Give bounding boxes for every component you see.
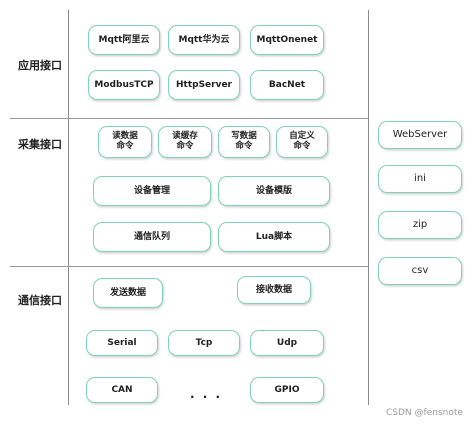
divider-collect-comm xyxy=(10,266,368,267)
divider-app-collect xyxy=(10,118,368,119)
side-box-ini: ini xyxy=(378,165,462,193)
collect-box-read-cache: 读缓存 命令 xyxy=(158,126,212,158)
comm-box-receive-data: 接收数据 xyxy=(237,276,311,304)
ellipsis: · · · xyxy=(190,390,223,404)
app-box-httpserver: HttpServer xyxy=(168,70,240,100)
watermark: CSDN @fensnote xyxy=(386,408,463,418)
comm-box-udp: Udp xyxy=(250,330,324,356)
app-box-modbustcp: ModbusTCP xyxy=(88,70,160,100)
collect-box-device-manage: 设备管理 xyxy=(93,176,211,206)
collect-box-comm-queue: 通信队列 xyxy=(93,222,211,252)
side-box-zip: zip xyxy=(378,211,462,239)
comm-box-can: CAN xyxy=(86,377,158,403)
collect-box-read-data: 读数据 命令 xyxy=(98,126,152,158)
comm-box-serial: Serial xyxy=(86,330,158,356)
collect-box-device-template: 设备模版 xyxy=(218,176,330,206)
app-box-mqtt-onenet: MqttOnenet xyxy=(250,25,324,55)
app-box-mqtt-aliyun: Mqtt阿里云 xyxy=(88,25,160,55)
side-box-csv: csv xyxy=(378,257,462,285)
collect-box-write-data: 写数据 命令 xyxy=(218,126,270,158)
collect-box-lua-script: Lua脚本 xyxy=(218,222,330,252)
side-box-webserver: WebServer xyxy=(378,121,462,149)
app-box-bacnet: BacNet xyxy=(250,70,324,100)
section-label-app: 应用接口 xyxy=(18,59,62,72)
comm-box-tcp: Tcp xyxy=(168,330,240,356)
comm-box-gpio: GPIO xyxy=(250,377,324,403)
frame-left-line xyxy=(68,10,69,405)
frame-right-line xyxy=(368,10,369,405)
app-box-mqtt-huawei: Mqtt华为云 xyxy=(168,25,240,55)
section-label-collect: 采集接口 xyxy=(18,138,62,151)
section-label-comm: 通信接口 xyxy=(18,294,62,307)
comm-box-send-data: 发送数据 xyxy=(93,278,163,308)
collect-box-custom: 自定义 命令 xyxy=(276,126,328,158)
